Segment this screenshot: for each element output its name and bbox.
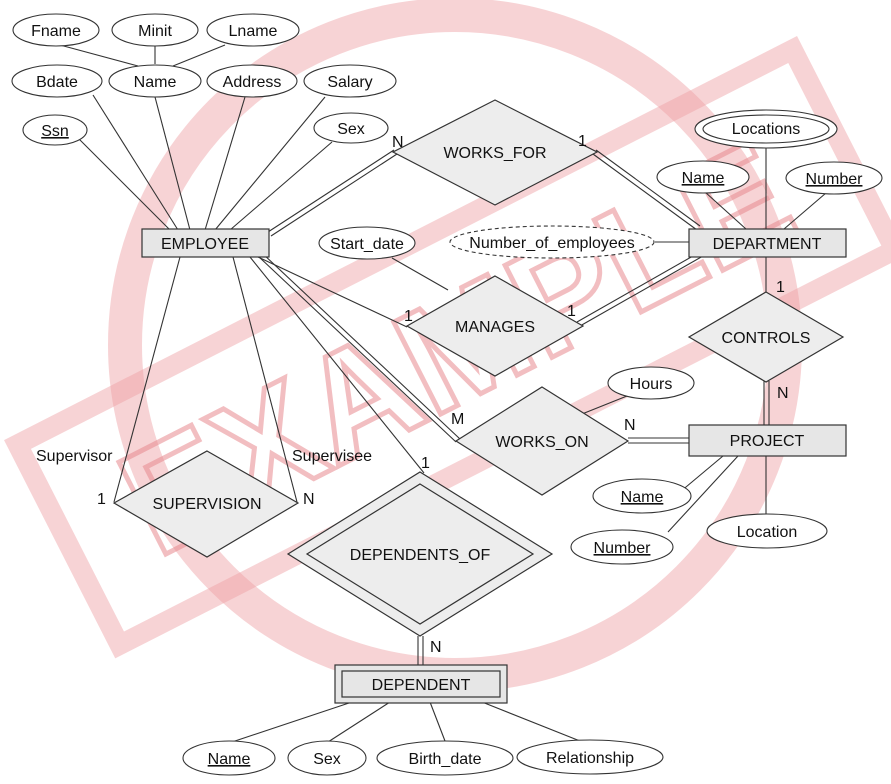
attr-salary-label: Salary [327,74,372,91]
attr-fname-label: Fname [31,23,81,40]
relationships: WORKS_FOR MANAGES WORKS_ON CONTROLS SUPE… [112,99,845,637]
card-works-for-employee: N [392,134,404,151]
attr-proj-number [570,529,674,565]
card-dependents-of-employee: 1 [421,455,430,472]
card-controls-project: N [777,385,789,402]
attr-emp-sex-label: Sex [337,121,365,138]
attr-birth-date [376,740,514,776]
attr-emp-sex [313,112,389,144]
entity-project [688,424,847,457]
attr-hours [607,366,695,400]
rel-manages [405,275,585,377]
attr-start-date-label: Start_date [330,236,404,253]
role-supervisor: Supervisor [36,448,113,465]
attr-fname [12,13,100,47]
attr-dept-number [785,161,883,195]
attr-ssn-label: Ssn [41,123,69,140]
attr-dep-name-label: Name [208,751,251,768]
connector-lines [59,44,827,743]
attr-lname-label: Lname [229,23,278,40]
rel-controls-label: CONTROLS [722,330,811,347]
rel-works-for [391,99,599,206]
attr-birth-date-label: Birth_date [409,751,482,768]
card-dependents-of-dependent: N [430,639,442,656]
rel-works-on-label: WORKS_ON [495,434,588,451]
card-works-for-department: 1 [578,133,587,150]
attr-relationship-label: Relationship [546,750,634,767]
attr-minit-label: Minit [138,23,172,40]
rel-works-for-label: WORKS_FOR [443,145,546,162]
attr-ssn [22,114,88,146]
attr-proj-name-label: Name [621,489,664,506]
entity-dependent-label: DEPENDENT [372,677,471,694]
rel-supervision [112,450,300,558]
card-works-on-employee: M [451,411,464,428]
attr-locations-label: Locations [732,121,801,138]
attr-locations-inner [702,114,830,144]
rel-dependents-of-label: DEPENDENTS_OF [350,547,491,564]
rel-supervision-label: SUPERVISION [152,496,261,513]
attr-hours-label: Hours [630,376,673,393]
attributes: Fname Minit Lname Name Bdate Address Sal… [11,13,883,776]
entity-employee-label: EMPLOYEE [161,236,249,253]
attr-dep-sex-label: Sex [313,751,341,768]
card-manages-department: 1 [567,303,576,320]
rel-controls [687,291,845,383]
entity-employee [141,228,270,258]
attr-number-of-employees [449,225,655,259]
attr-lname [206,13,300,47]
card-supervision-supervisee: N [303,491,315,508]
entity-department-label: DEPARTMENT [713,236,822,253]
attr-bdate-label: Bdate [36,74,78,91]
attr-relationship [516,739,664,775]
rel-works-on [454,386,630,496]
attr-proj-name [592,478,692,514]
attr-dept-name-label: Name [682,170,725,187]
attr-bdate [11,64,103,98]
attr-proj-location-label: Location [737,524,798,541]
attr-emp-name-label: Name [134,74,177,91]
card-controls-department: 1 [776,279,785,296]
rel-dependents-of-inner [305,483,535,625]
attr-salary [303,64,397,98]
cardinality-labels: N 1 1 1 1 N M N 1 N 1 N Supervisor Super… [36,133,789,656]
attr-dep-sex [287,740,367,776]
card-works-on-project: N [624,417,636,434]
entity-department [688,228,847,258]
entity-dependent-inner [341,670,501,698]
entity-project-label: PROJECT [730,433,805,450]
attr-emp-name [108,64,202,98]
attr-address [206,64,298,98]
attr-dept-name [656,160,750,194]
attr-number-of-employees-label: Number_of_employees [469,235,634,252]
attr-minit [111,13,199,47]
rel-manages-label: MANAGES [455,319,535,336]
card-manages-employee: 1 [404,308,413,325]
attr-proj-location [706,513,828,549]
role-supervisee: Supervisee [292,448,372,465]
entities: EMPLOYEE DEPARTMENT PROJECT DEPENDENT [141,228,847,704]
attr-dept-number-label: Number [806,171,864,188]
attr-start-date [318,226,416,260]
attr-address-label: Address [223,74,282,91]
card-supervision-supervisor: 1 [97,491,106,508]
attr-dep-name [182,740,276,776]
attr-proj-number-label: Number [594,540,652,557]
